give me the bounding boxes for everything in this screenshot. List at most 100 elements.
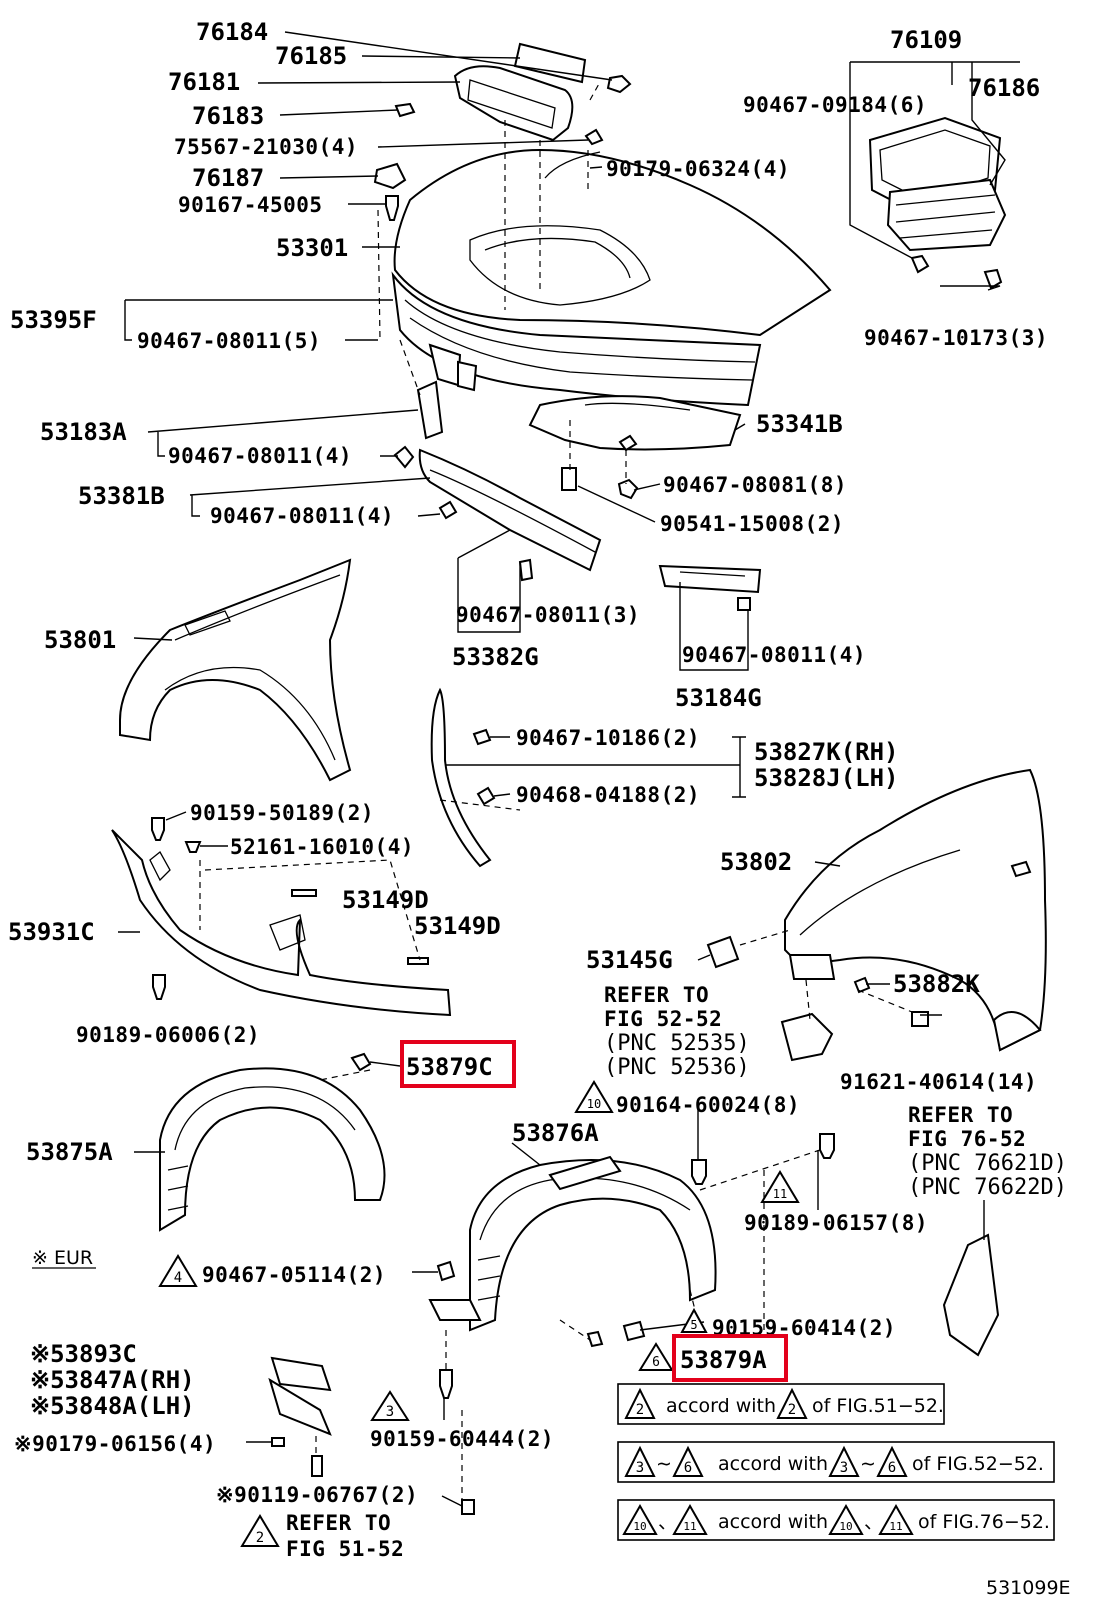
note-box-2: 3 ∼ 6 accord with 3 ∼ 6 of FIG.52−52. [617, 1441, 1055, 1483]
svg-text:6: 6 [652, 1355, 660, 1370]
label-90189-06157: 90189-06157(8) [744, 1211, 928, 1235]
hood-inner-frame [391, 271, 762, 407]
label-53879A: 53879A [680, 1346, 767, 1374]
clip-76183 [394, 102, 416, 118]
triangle-5-icon [680, 1307, 708, 1333]
note2-triangle-c-icon [828, 1445, 860, 1477]
label-90467-08011-4c: 90467-08011(4) [682, 643, 866, 667]
label-90159-60444: 90159-60444(2) [370, 1427, 554, 1451]
vent-lower [886, 178, 1007, 252]
figure-id: 531099E [986, 1577, 1071, 1599]
label-90467-08011-4b: 90467-08011(4) [210, 504, 394, 528]
hood-scoop-seal [513, 42, 587, 84]
triangle-11-icon [760, 1170, 800, 1203]
part-labels: 76184 76185 76181 76183 75567-21030(4) 7… [8, 18, 1048, 1507]
svg-text:∼: ∼ [656, 1453, 672, 1475]
label-90179-06156: ※90179-06156(4) [14, 1432, 216, 1456]
mud-guard [942, 1233, 1000, 1357]
label-90468: 90468-04188(2) [516, 783, 700, 807]
svg-text:10: 10 [587, 1097, 601, 1111]
svg-text:6: 6 [684, 1460, 692, 1476]
svg-text:4: 4 [174, 1270, 182, 1286]
label-90164: 90164-60024(8) [616, 1093, 800, 1117]
label-53301: 53301 [276, 234, 348, 262]
svg-text:∼: ∼ [860, 1453, 876, 1475]
label-75567: 75567-21030(4) [174, 135, 358, 159]
note3-triangle-c-icon [828, 1503, 864, 1535]
note3-triangle-a-icon [622, 1503, 658, 1535]
label-90467-08011-5: 90467-08011(5) [137, 329, 321, 353]
label-90189-06006: 90189-06006(2) [76, 1023, 260, 1047]
label-90467-08081: 90467-08081(8) [663, 473, 847, 497]
clip-52161 [184, 841, 202, 853]
triangle-markers: 10 11 4 5 6 3 2 [158, 1080, 800, 1547]
label-90467-09184: 90467-09184(6) [743, 93, 927, 117]
label-53149D-b: 53149D [414, 912, 501, 940]
label-76181: 76181 [168, 68, 240, 96]
ref-fig52-pnc1: (PNC 52535) [604, 1031, 750, 1056]
radiator-support-53931C [111, 829, 452, 1017]
label-90179-06324: 90179-06324(4) [606, 157, 790, 181]
svg-text:3: 3 [386, 1404, 394, 1420]
label-53184G: 53184G [675, 684, 762, 712]
ref-fig76-line2: FIG 76-52 [908, 1127, 1026, 1151]
label-90467-08011-3: 90467-08011(3) [456, 603, 640, 627]
svg-text:accord with: accord with [718, 1511, 828, 1533]
svg-text:11: 11 [683, 1520, 696, 1533]
label-90167: 90167-45005 [178, 193, 323, 217]
label-76109: 76109 [890, 26, 962, 54]
svg-text:accord with: accord with [666, 1395, 776, 1417]
eur-marker: ※ EUR [32, 1247, 93, 1269]
triangle-10-icon [574, 1080, 614, 1113]
svg-text:accord with: accord with [718, 1453, 828, 1475]
latch-90541 [561, 467, 577, 491]
label-90541: 90541-15008(2) [660, 512, 844, 536]
ref-fig52-line2: FIG 52-52 [604, 1007, 722, 1031]
ref-fig52-line1: REFER TO [604, 983, 709, 1007]
front-fender-53801 [119, 558, 352, 782]
svg-text:、: 、 [864, 1511, 883, 1533]
ref-fig76-pnc1: (PNC 76621D) [908, 1151, 1067, 1176]
highlight-53879A [672, 1334, 788, 1382]
label-53828J: 53828J(LH) [754, 764, 899, 792]
note2-triangle-b-icon [672, 1445, 704, 1477]
ref-fig76-pnc2: (PNC 76622D) [908, 1175, 1067, 1200]
svg-text:、: 、 [658, 1511, 677, 1533]
clip-90467-05114 [436, 1260, 456, 1282]
note1-triangle-icon [624, 1387, 656, 1419]
ref-fig52-pnc2: (PNC 52536) [604, 1055, 750, 1080]
label-76184: 76184 [196, 18, 268, 46]
label-53876A: 53876A [512, 1119, 599, 1147]
label-90467-05114: 90467-05114(2) [202, 1263, 386, 1287]
svg-text:10: 10 [633, 1520, 646, 1533]
note-box-3: 10 、 11 accord with 10 、 11 of FIG.76−52… [617, 1499, 1055, 1541]
fender-seal-53827K [430, 687, 492, 868]
svg-text:of FIG.52−52.: of FIG.52−52. [912, 1453, 1044, 1475]
label-53931C: 53931C [8, 918, 95, 946]
svg-text:5: 5 [690, 1318, 697, 1332]
screw-90167 [385, 195, 399, 221]
label-53149D-a: 53149D [342, 886, 429, 914]
label-90467-08011-4a: 90467-08011(4) [168, 444, 352, 468]
bolt-90159-60444 [439, 1369, 453, 1399]
highlight-53879C [400, 1040, 516, 1088]
svg-text:2: 2 [788, 1402, 796, 1418]
svg-text:of FIG.76−52.: of FIG.76−52. [918, 1511, 1050, 1533]
svg-text:6: 6 [888, 1460, 896, 1476]
svg-text:2: 2 [636, 1402, 644, 1418]
svg-text:3: 3 [636, 1460, 644, 1476]
dashed-lines [199, 81, 913, 1500]
label-53893C: ※53893C [30, 1340, 137, 1368]
vent-assembly-76109 [868, 116, 1007, 290]
label-90467-10173: 90467-10173(3) [864, 326, 1048, 350]
label-53341B: 53341B [756, 410, 843, 438]
label-53395F: 53395F [10, 306, 97, 334]
bracket-53847A [268, 1377, 332, 1436]
seal-53184G [658, 564, 762, 594]
ref-fig76-line1: REFER TO [908, 1103, 1013, 1127]
label-76186: 76186 [968, 74, 1040, 102]
hood-scoop [453, 65, 574, 142]
label-52161: 52161-16010(4) [230, 835, 414, 859]
note2-triangle-d-icon [876, 1445, 908, 1477]
